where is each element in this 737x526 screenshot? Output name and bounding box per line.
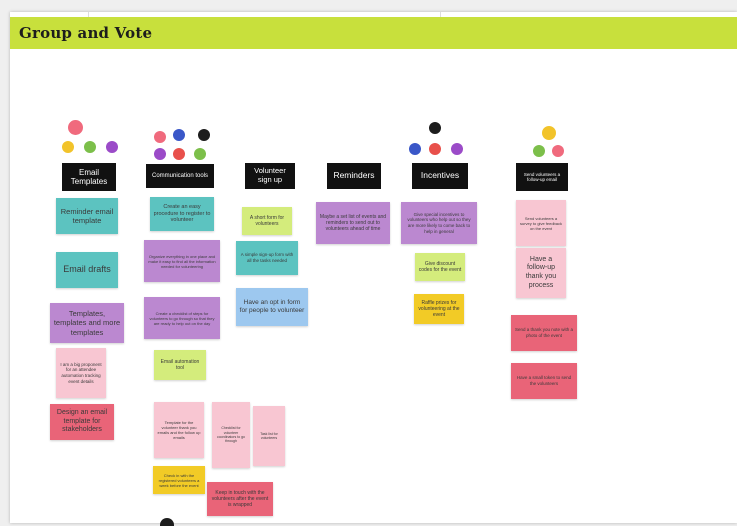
sticky-note[interactable]: Task list for volunteers — [253, 406, 285, 466]
sticky-note[interactable]: Give special incentives to volunteers wh… — [401, 202, 477, 244]
vote-dot[interactable] — [451, 143, 463, 155]
sticky-note[interactable]: Organize everything in one place and mak… — [144, 240, 220, 282]
vote-dot[interactable] — [542, 126, 556, 140]
vote-dot[interactable] — [429, 122, 441, 134]
sticky-note[interactable]: A short form for volunteers — [242, 207, 292, 235]
column-header-communication[interactable]: Communication tools — [146, 164, 214, 188]
vote-dot[interactable] — [429, 143, 441, 155]
sticky-note[interactable]: Email drafts — [56, 252, 118, 288]
column-header-volunteer-signup[interactable]: Volunteer sign up — [245, 163, 295, 189]
vote-dot[interactable] — [68, 120, 83, 135]
vote-dot[interactable] — [552, 145, 564, 157]
sticky-note[interactable]: Send volunteers a survey to give feedbac… — [516, 200, 566, 246]
sticky-note[interactable]: Have a follow-up thank you process — [516, 248, 566, 298]
sticky-note[interactable]: Send a thank you note with a photo of th… — [511, 315, 577, 351]
sticky-note[interactable]: Maybe a set list of events and reminders… — [316, 202, 390, 244]
column-header-incentives[interactable]: Incentives — [412, 163, 468, 189]
vote-dot[interactable] — [409, 143, 421, 155]
column-header-follow-up[interactable]: Send volunteers a follow-up email — [516, 163, 568, 191]
vote-dot[interactable] — [198, 129, 210, 141]
sticky-note[interactable]: Template for the volunteer thank you ema… — [154, 402, 204, 458]
frame-title: Group and Vote — [19, 24, 153, 42]
sticky-note[interactable]: Give discount codes for the event — [415, 253, 465, 281]
sticky-note[interactable]: Create an easy procedure to register to … — [150, 197, 214, 231]
vote-dot[interactable] — [533, 145, 545, 157]
sticky-note[interactable]: Checklist for volunteer coordinators to … — [212, 402, 250, 468]
vote-dot[interactable] — [173, 129, 185, 141]
vote-dot[interactable] — [62, 141, 74, 153]
sticky-note[interactable]: Keep in touch with the volunteers after … — [207, 482, 273, 516]
column-header-email-templates[interactable]: Email Templates — [62, 163, 116, 191]
vote-dot[interactable] — [106, 141, 118, 153]
vote-dot[interactable] — [154, 148, 166, 160]
sticky-note[interactable]: Templates, templates and more templates — [50, 303, 124, 343]
vote-dot[interactable] — [84, 141, 96, 153]
sticky-note[interactable]: Have a small token to send the volunteer… — [511, 363, 577, 399]
sticky-note[interactable]: Design an email template for stakeholder… — [50, 404, 114, 440]
sticky-note[interactable]: A simple sign-up form with all the tasks… — [236, 241, 298, 275]
sticky-note[interactable]: I am a big proponent for an attendee aut… — [56, 348, 106, 398]
vote-dot[interactable] — [160, 518, 174, 526]
whiteboard-canvas[interactable]: Group and Vote Email Templates Reminder … — [10, 12, 737, 526]
sticky-note[interactable]: Have an opt in form for people to volunt… — [236, 288, 308, 326]
sticky-note[interactable]: Reminder email template — [56, 198, 118, 234]
sticky-note[interactable]: Create a checklist of steps for voluntee… — [144, 297, 220, 339]
column-header-reminders[interactable]: Reminders — [327, 163, 381, 189]
sticky-note[interactable]: Email automation tool — [154, 350, 206, 380]
vote-dot[interactable] — [154, 131, 166, 143]
sticky-note[interactable]: Check in with the registered volunteers … — [153, 466, 205, 494]
frame-header[interactable]: Group and Vote — [10, 17, 737, 49]
vote-dot[interactable] — [173, 148, 185, 160]
vote-dot[interactable] — [194, 148, 206, 160]
sticky-note[interactable]: Raffle prizes for volunteering at the ev… — [414, 294, 464, 324]
